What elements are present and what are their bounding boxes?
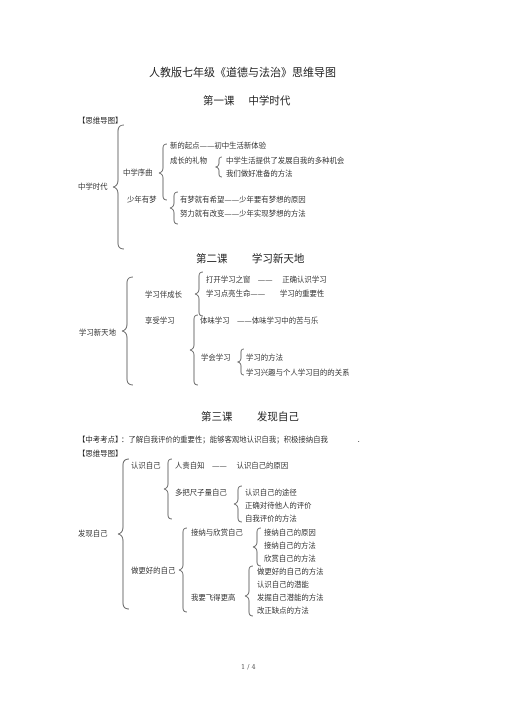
lesson3-n2-b: 我要飞得更高: [191, 593, 236, 602]
lesson2-n1: 学习伴成长: [145, 290, 182, 299]
document-title: 人教版七年级《道德与法治》思维导图: [149, 66, 336, 79]
lesson3-n1: 认识自己: [131, 461, 161, 470]
lesson1-n1-b1: 中学生活提供了发展自我的多种机会: [226, 156, 345, 165]
lesson3-map-tag: 【思维导图】: [78, 449, 123, 458]
lesson3-n2-a: 接纳与欣赏自己: [191, 528, 243, 537]
brace-l3-n2b: [244, 565, 254, 617]
lesson2-n2: 享受学习: [145, 316, 175, 325]
lesson2-n1-b: 学习点亮生命—— 学习的重要性: [206, 289, 325, 298]
lesson1-n2-a: 有梦就有希望——少年要有梦想的原因: [180, 195, 306, 204]
lesson2-n1-a: 打开学习之窗 —— 正确认识学习: [206, 275, 327, 284]
lesson3-n2-a2: 接纳自己的方法: [264, 541, 316, 550]
lesson3-n1-b1: 认识自己的途径: [245, 488, 297, 497]
lesson3-exam-text: ：了解自我评价的重要性；能够客观地认识自我；积极接纳自我 .: [121, 435, 360, 444]
brace-l3-n2: [178, 527, 188, 613]
brace-l1-n1b: [214, 156, 223, 178]
lesson3-n2-a3: 欣赏自己的方法: [264, 554, 316, 563]
lesson3-heading: 第三课 发现自己: [201, 411, 299, 423]
lesson2-n2-a: 体味学习 ——体味学习中的苦与乐: [200, 316, 319, 325]
brace-l3-n2a: [252, 527, 262, 567]
lesson3-n2: 做更好的自己: [131, 566, 176, 575]
lesson1-n1-a: 新的起点——初中生活新体验: [170, 141, 267, 150]
lesson3-root: 发现自己: [78, 529, 108, 538]
lesson3-n2-b2: 认识自己的潜能: [257, 580, 309, 589]
brace-l2-root: [121, 276, 134, 386]
lesson3-n1-b2: 正确对待他人的评价: [245, 501, 312, 510]
lesson1-n1-b2: 我们做好准备的方法: [226, 169, 293, 178]
brace-l2-n2b: [236, 348, 245, 376]
brace-l1-root: [112, 124, 125, 250]
brace-l1-n2: [169, 191, 179, 225]
lesson1-n1-b: 成长的礼物: [170, 156, 207, 165]
lesson1-n2: 少年有梦: [127, 195, 157, 204]
brace-l2-n1: [194, 271, 204, 317]
brace-l3-n1b: [233, 485, 243, 523]
lesson2-n2-b1: 学习的方法: [246, 353, 283, 362]
lesson3-n2-b3: 发掘自己潜能的方法: [257, 593, 324, 602]
lesson1-n2-b: 努力就有改变——少年实现梦想的方法: [180, 209, 306, 218]
brace-l1-n1: [158, 143, 168, 201]
lesson2-root: 学习新天地: [79, 328, 116, 337]
lesson2-heading: 第二课 学习新天地: [196, 253, 305, 265]
lesson3-exam-tag: 【中考考点】: [78, 435, 123, 444]
brace-l3-n1: [163, 458, 173, 520]
lesson3-n2-a1: 接纳自己的原因: [264, 528, 316, 537]
lesson2-n2-b2: 学习兴趣与个人学习目的的关系: [246, 368, 350, 377]
lesson1-heading: 第一课 中学时代: [203, 95, 291, 107]
page-number: 1 / 4: [241, 663, 256, 671]
lesson1-root: 中学时代: [78, 182, 108, 191]
brace-l2-n2: [189, 314, 199, 386]
lesson1-n1: 中学序曲: [123, 168, 153, 177]
lesson3-n2-b4: 改正缺点的方法: [257, 606, 309, 615]
lesson2-n2-b: 学会学习: [201, 353, 231, 362]
lesson3-n2-b1: 做更好的自己的方法: [257, 567, 324, 576]
lesson3-n1-a: 人贵自知 —— 认识自己的原因: [175, 461, 289, 470]
lesson3-n1-b: 多把尺子量自己: [175, 488, 227, 497]
lesson1-map-tag: 【思维导图】: [78, 116, 123, 125]
lesson3-n1-b3: 自我评价的方法: [245, 514, 297, 523]
brace-l3-root: [117, 458, 130, 610]
